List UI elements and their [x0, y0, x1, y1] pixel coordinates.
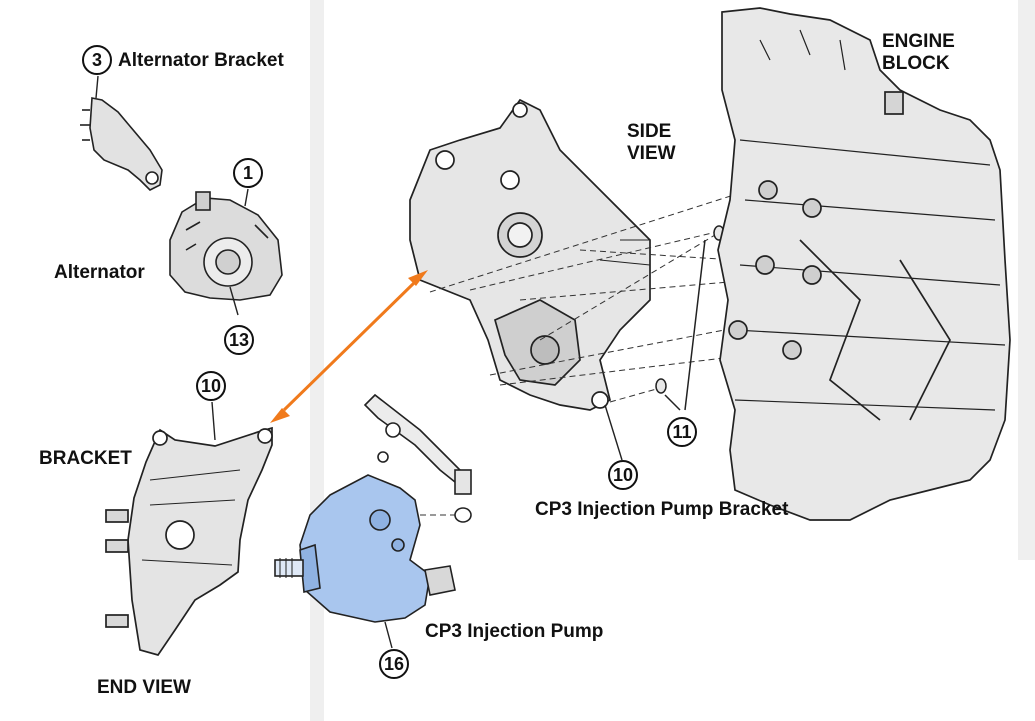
right-panel-edge	[1018, 0, 1035, 560]
callout-bracket-end-view: 10	[196, 371, 226, 401]
label-side-view: SIDE VIEW	[627, 121, 676, 164]
dowel-pins	[655, 225, 725, 411]
callout-alternator-bracket: 3	[82, 45, 112, 75]
alternator-drawing	[169, 191, 283, 301]
bracket-side-view-drawing	[409, 98, 651, 411]
label-bracket: BRACKET	[39, 448, 132, 469]
left-panel-divider	[310, 0, 324, 721]
engine-block-drawing	[717, 7, 1011, 521]
label-engine-block: ENGINE BLOCK	[882, 31, 955, 74]
bracket-end-view-drawing	[105, 426, 273, 656]
label-alternator: Alternator	[54, 262, 145, 283]
callout-alternator: 1	[233, 158, 263, 188]
label-end-view: END VIEW	[97, 677, 191, 698]
orange-double-arrow	[270, 270, 428, 423]
label-cp3-pump-bracket: CP3 Injection Pump Bracket	[535, 499, 789, 520]
callout-bracket-side-view: 10	[608, 460, 638, 490]
callout-alternator-pulley: 13	[224, 325, 254, 355]
label-cp3-pump: CP3 Injection Pump	[425, 621, 604, 642]
callout-leaders	[95, 75, 623, 649]
callout-pump: 16	[379, 649, 409, 679]
callout-dowels: 11	[667, 417, 697, 447]
alternator-bracket-drawing	[80, 97, 163, 191]
label-alternator-bracket: Alternator Bracket	[118, 50, 284, 71]
cp3-pump-drawing	[274, 393, 472, 623]
